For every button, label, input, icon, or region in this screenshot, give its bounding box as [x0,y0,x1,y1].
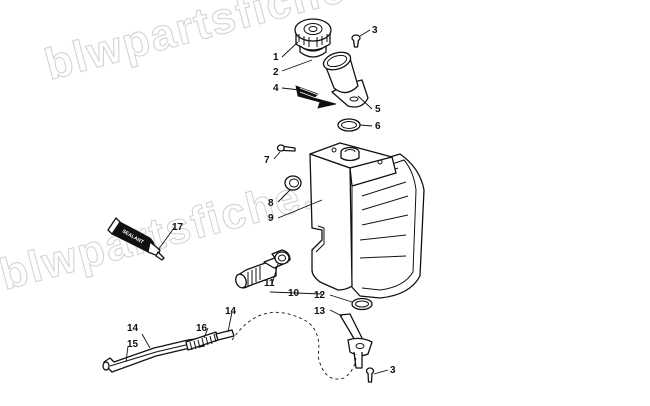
callout-10: 10 [288,288,300,299]
o-ring-bottom [351,297,373,311]
outlet-fitting [339,313,373,369]
callout-3-top: 3 [372,25,378,36]
filler-cap [294,18,332,58]
callout-4: 4 [273,83,279,94]
oil-reservoir [309,142,425,299]
callout-16: 16 [196,323,208,334]
watermark-top: blwpartsfiche.com [40,0,459,90]
leader-lines [125,29,389,375]
screw-left [276,144,296,152]
callout-17: 17 [172,222,184,233]
callout-7: 7 [264,155,270,166]
grommet [284,175,302,191]
callouts: 1 2 3 4 5 6 7 8 9 10 11 12 13 14 14 15 1… [127,25,396,376]
o-ring-top [337,118,361,132]
callout-6: 6 [375,121,381,132]
callout-13: 13 [314,306,326,317]
callout-15: 15 [127,339,139,350]
callout-14-left: 14 [127,323,139,334]
oil-line [102,311,357,380]
sealant-tube: SEALANT [107,217,165,261]
screw-bottom [365,367,375,383]
callout-12: 12 [314,290,326,301]
callout-3-bottom: 3 [390,365,396,376]
callout-9: 9 [268,213,274,224]
screw-top [351,34,361,48]
bushing [274,251,290,265]
callout-2: 2 [273,67,279,78]
callout-14-right: 14 [225,306,237,317]
callout-1: 1 [273,52,279,63]
vent-arrow [295,85,337,109]
callout-11: 11 [264,278,275,289]
callout-8: 8 [268,198,274,209]
callout-5: 5 [375,104,381,115]
filler-neck [322,51,369,108]
